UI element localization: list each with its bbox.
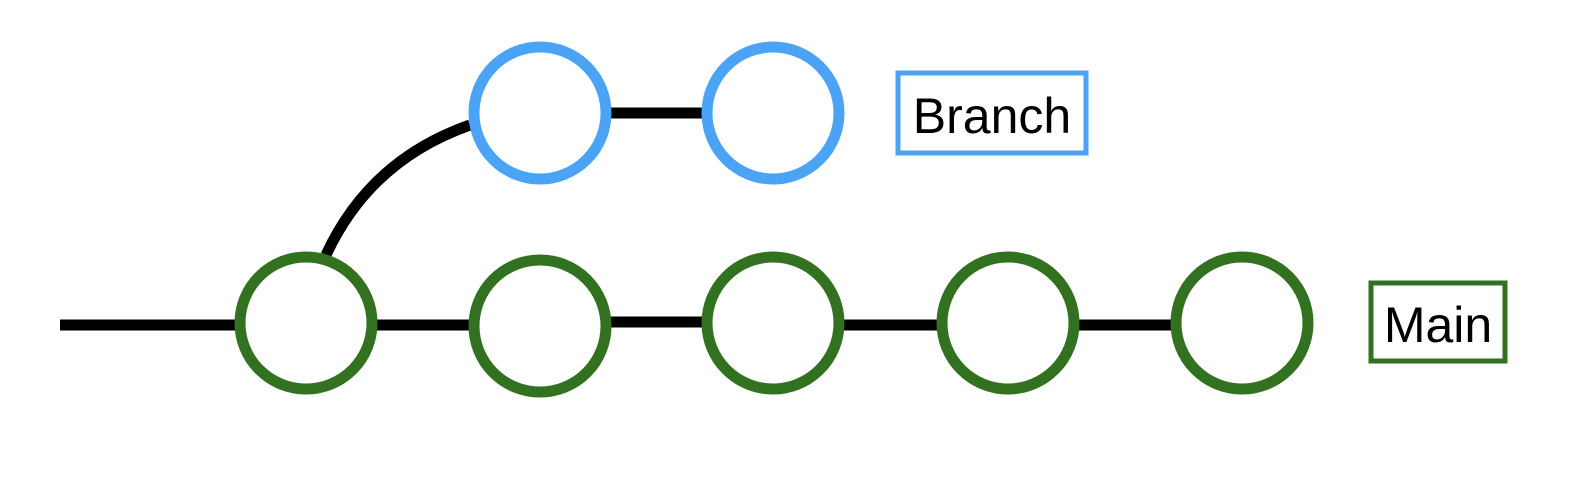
branch-label-box — [895, 70, 1089, 156]
connectors — [60, 107, 1180, 331]
branch-commits — [468, 41, 845, 185]
main-commit-2 — [468, 254, 612, 398]
main-commit-1 — [234, 251, 378, 395]
branch-fork-curve — [321, 119, 472, 258]
branch-commit-2 — [701, 41, 845, 185]
main-label-text: Main — [1384, 297, 1492, 353]
branch-label-text: Branch — [913, 88, 1071, 144]
main-commit-4 — [936, 251, 1080, 395]
main-commits — [234, 251, 1314, 398]
main-label-box — [1368, 280, 1508, 364]
main-label: Main — [1368, 280, 1508, 364]
branch-commit-1 — [468, 41, 612, 185]
branch-label: Branch — [895, 70, 1089, 156]
main-commit-5 — [1170, 251, 1314, 395]
main-commit-3 — [701, 251, 845, 395]
